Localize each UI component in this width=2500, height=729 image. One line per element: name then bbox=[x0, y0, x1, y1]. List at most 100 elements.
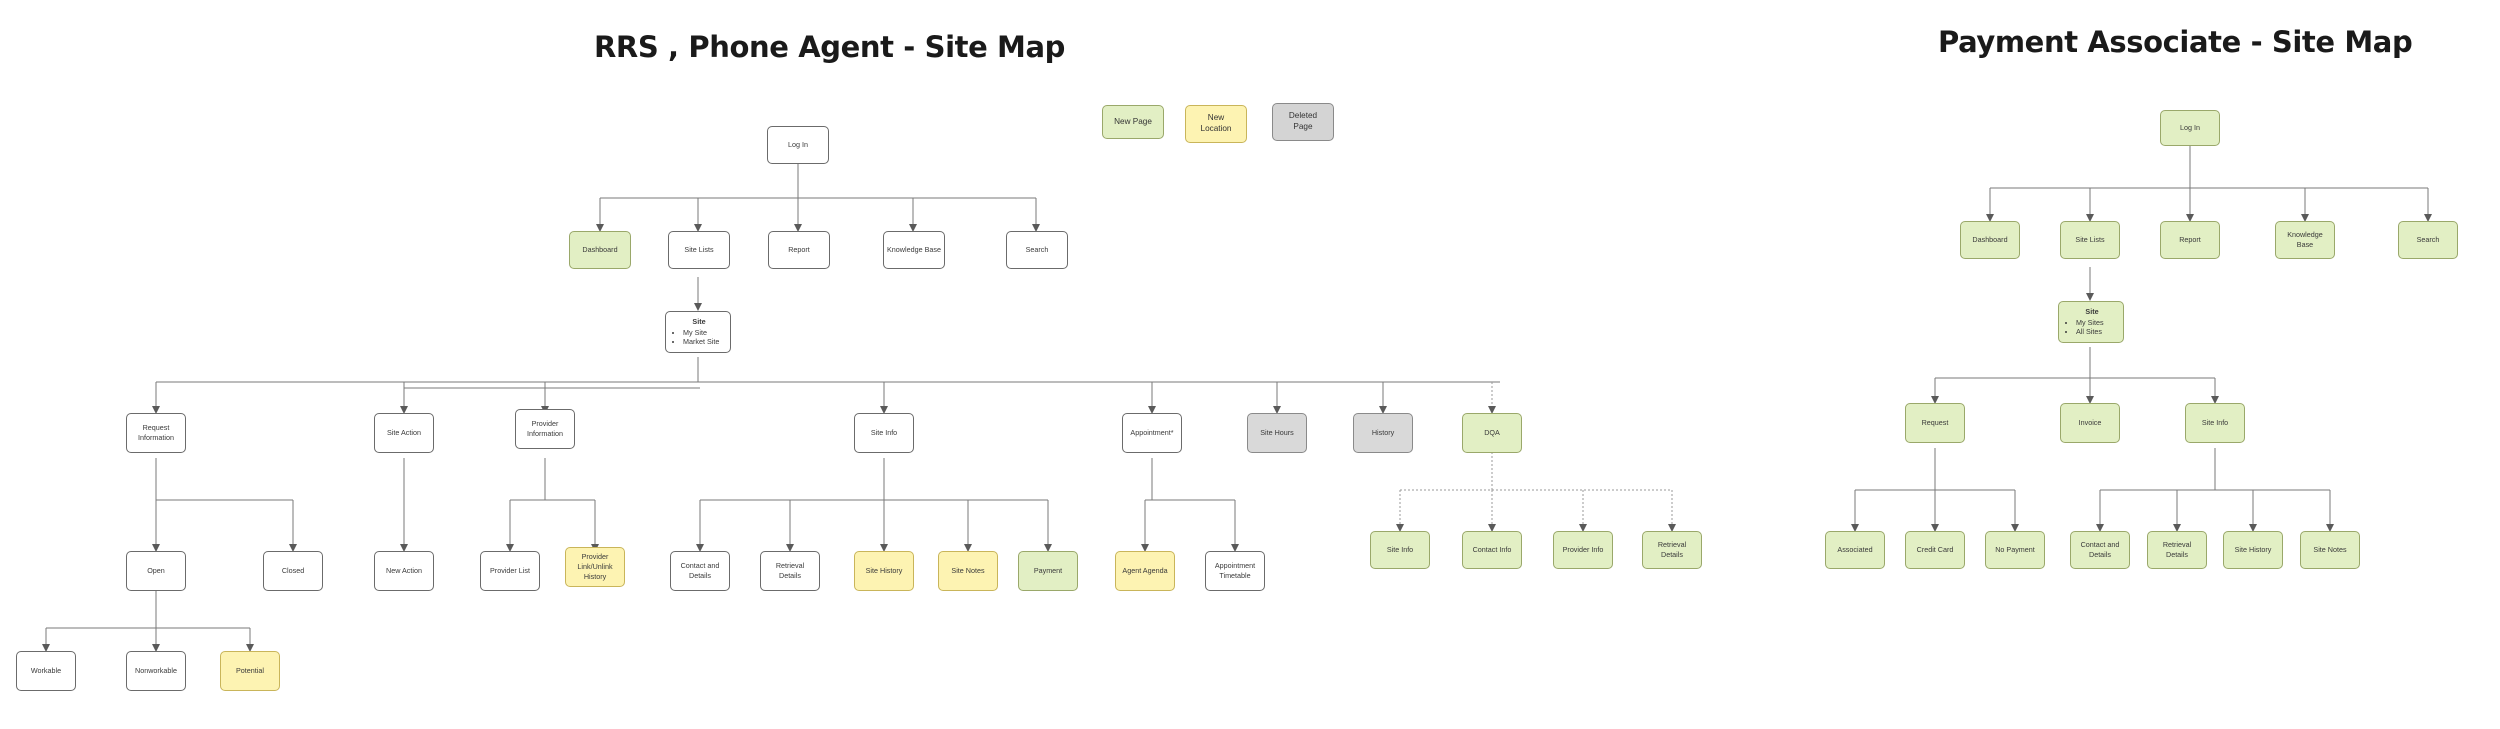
node-right-retrieval-details[interactable]: Retrieval Details bbox=[2147, 531, 2207, 569]
node-label: Potential bbox=[236, 666, 264, 676]
site-bullet: All Sites bbox=[2076, 327, 2119, 337]
node-site-info[interactable]: Site Info bbox=[854, 413, 914, 453]
node-nonworkable[interactable]: Nonworkable bbox=[126, 651, 186, 691]
node-closed[interactable]: Closed bbox=[263, 551, 323, 591]
node-knowledge-base[interactable]: Knowledge Base bbox=[883, 231, 945, 269]
node-site-notes[interactable]: Site Notes bbox=[938, 551, 998, 591]
node-right-knowledge-base[interactable]: Knowledge Base bbox=[2275, 221, 2335, 259]
node-label: Invoice bbox=[2078, 418, 2102, 428]
node-label: Search bbox=[1025, 245, 1049, 255]
node-label: New Action bbox=[386, 566, 422, 576]
node-label: Site Info bbox=[2201, 418, 2229, 428]
legend-label: New Location bbox=[1200, 113, 1232, 133]
node-right-site-notes[interactable]: Site Notes bbox=[2300, 531, 2360, 569]
node-agent-agenda[interactable]: Agent Agenda bbox=[1115, 551, 1175, 591]
node-label: Search bbox=[2416, 235, 2440, 245]
node-retrieval-details[interactable]: Retrieval Details bbox=[760, 551, 820, 591]
node-request-information[interactable]: Request Information bbox=[126, 413, 186, 453]
node-label: Workable bbox=[30, 666, 62, 676]
node-dashboard[interactable]: Dashboard bbox=[569, 231, 631, 269]
node-log-in[interactable]: Log In bbox=[767, 126, 829, 164]
node-dqa-site-info[interactable]: Site Info bbox=[1370, 531, 1430, 569]
node-label: Report bbox=[788, 245, 810, 255]
legend-label: New Page bbox=[1114, 116, 1152, 126]
node-label: Log In bbox=[788, 140, 808, 150]
node-label: Knowledge Base bbox=[2287, 230, 2323, 249]
node-new-action[interactable]: New Action bbox=[374, 551, 434, 591]
node-label: Site Action bbox=[387, 428, 421, 438]
page-title-right: Payment Associate - Site Map bbox=[1938, 25, 2413, 59]
node-label: Site Notes bbox=[2313, 545, 2347, 555]
node-provider-list[interactable]: Provider List bbox=[480, 551, 540, 591]
node-appointment-timetable[interactable]: Appointment Timetable bbox=[1205, 551, 1265, 591]
node-label: Agent Agenda bbox=[1122, 566, 1168, 576]
node-label: Knowledge Base bbox=[887, 245, 941, 255]
node-label: Open bbox=[147, 566, 165, 576]
node-label: Site Info bbox=[1386, 545, 1414, 555]
node-label: DQA bbox=[1484, 428, 1500, 438]
node-right-log-in[interactable]: Log In bbox=[2160, 110, 2220, 146]
node-open[interactable]: Open bbox=[126, 551, 186, 591]
node-right-invoice[interactable]: Invoice bbox=[2060, 403, 2120, 443]
node-provider-link-unlink-history[interactable]: Provider Link/Unlink History bbox=[565, 547, 625, 587]
node-site[interactable]: Site My Site Market Site bbox=[665, 311, 731, 353]
node-label: Contact and Details bbox=[680, 561, 720, 580]
node-label: Site Notes bbox=[951, 566, 985, 576]
node-search[interactable]: Search bbox=[1006, 231, 1068, 269]
node-dqa-retrieval-details[interactable]: Retrieval Details bbox=[1642, 531, 1702, 569]
node-label: Credit Card bbox=[1916, 545, 1954, 555]
node-right-site[interactable]: Site My Sites All Sites bbox=[2058, 301, 2124, 343]
node-site-action[interactable]: Site Action bbox=[374, 413, 434, 453]
node-right-credit-card[interactable]: Credit Card bbox=[1905, 531, 1965, 569]
node-potential[interactable]: Potential bbox=[220, 651, 280, 691]
node-site-lists[interactable]: Site Lists bbox=[668, 231, 730, 269]
node-contact-and-details[interactable]: Contact and Details bbox=[670, 551, 730, 591]
node-label: Request Information bbox=[138, 423, 174, 442]
node-dqa-contact-info[interactable]: Contact Info bbox=[1462, 531, 1522, 569]
node-label: Site Lists bbox=[2075, 235, 2105, 245]
node-label: Payment bbox=[1033, 566, 1063, 576]
node-provider-information[interactable]: Provider Information bbox=[515, 409, 575, 449]
node-right-associated[interactable]: Associated bbox=[1825, 531, 1885, 569]
node-right-site-info[interactable]: Site Info bbox=[2185, 403, 2245, 443]
node-label: Associated bbox=[1837, 545, 1873, 555]
site-bullet-list: My Sites All Sites bbox=[2065, 318, 2119, 337]
site-bullet: Market Site bbox=[683, 337, 726, 347]
node-label: Retrieval Details bbox=[775, 561, 805, 580]
node-label: Request bbox=[1921, 418, 1949, 428]
node-label: Closed bbox=[281, 566, 305, 576]
node-label: Dashboard bbox=[582, 245, 618, 255]
node-appointment[interactable]: Appointment* bbox=[1122, 413, 1182, 453]
page-title-left: RRS , Phone Agent - Site Map bbox=[594, 30, 1066, 64]
node-report[interactable]: Report bbox=[768, 231, 830, 269]
node-right-site-history[interactable]: Site History bbox=[2223, 531, 2283, 569]
node-label: Dashboard bbox=[1972, 235, 2008, 245]
legend-deleted-page: Deleted Page bbox=[1272, 103, 1334, 141]
node-right-contact-and-details[interactable]: Contact and Details bbox=[2070, 531, 2130, 569]
node-right-dashboard[interactable]: Dashboard bbox=[1960, 221, 2020, 259]
node-label: Retrieval Details bbox=[2162, 540, 2192, 559]
node-workable[interactable]: Workable bbox=[16, 651, 76, 691]
node-site-hours[interactable]: Site Hours bbox=[1247, 413, 1307, 453]
node-label: Site Info bbox=[870, 428, 898, 438]
node-payment[interactable]: Payment bbox=[1018, 551, 1078, 591]
node-right-request[interactable]: Request bbox=[1905, 403, 1965, 443]
node-site-history[interactable]: Site History bbox=[854, 551, 914, 591]
node-label: Contact and Details bbox=[2080, 540, 2120, 559]
node-dqa[interactable]: DQA bbox=[1462, 413, 1522, 453]
node-label: Appointment Timetable bbox=[1214, 561, 1256, 580]
node-right-site-lists[interactable]: Site Lists bbox=[2060, 221, 2120, 259]
node-label: Site bbox=[692, 317, 706, 326]
node-dqa-provider-info[interactable]: Provider Info bbox=[1553, 531, 1613, 569]
node-label: Site bbox=[2085, 307, 2099, 316]
node-history[interactable]: History bbox=[1353, 413, 1413, 453]
node-right-search[interactable]: Search bbox=[2398, 221, 2458, 259]
node-right-no-payment[interactable]: No Payment bbox=[1985, 531, 2045, 569]
node-right-report[interactable]: Report bbox=[2160, 221, 2220, 259]
node-label: Site History bbox=[865, 566, 903, 576]
node-label: Appointment* bbox=[1130, 428, 1174, 438]
node-label: Contact Info bbox=[1472, 545, 1512, 555]
node-label: Provider Information bbox=[527, 419, 563, 438]
site-bullet-list: My Site Market Site bbox=[672, 328, 726, 347]
